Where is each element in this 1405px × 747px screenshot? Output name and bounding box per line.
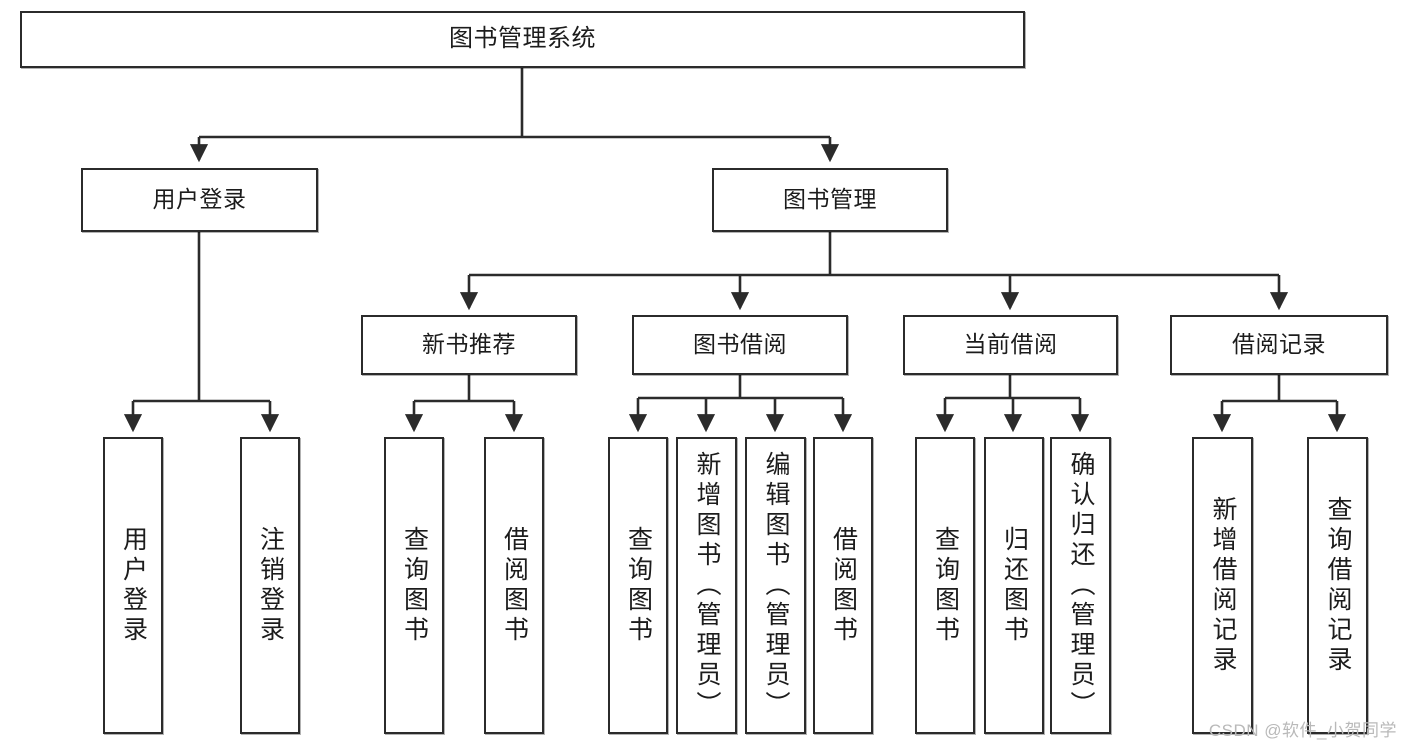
node-label: 新增图书（管理员） — [693, 450, 721, 721]
csdn-watermark: CSDN @软件_小贺同学 — [1208, 721, 1397, 740]
node-label: 用户登录 — [152, 186, 247, 213]
node-label: 图书借阅 — [693, 331, 787, 358]
node-label: 注销登录 — [256, 525, 285, 646]
node-label: 当前借阅 — [963, 331, 1058, 358]
node-root-system[interactable]: 图书管理系统 — [20, 11, 1025, 68]
node-label: 查询图书 — [624, 525, 653, 646]
node-book-borrow[interactable]: 图书借阅 — [632, 315, 848, 375]
node-label: 查询图书 — [400, 525, 429, 646]
leaf-user-login[interactable]: 用户登录 — [103, 437, 163, 734]
node-label: 图书管理 — [783, 186, 877, 213]
leaf-borrow-book[interactable]: 借阅图书 — [813, 437, 873, 734]
leaf-return-book[interactable]: 归还图书 — [984, 437, 1044, 734]
node-label: 查询图书 — [931, 525, 960, 646]
node-label: 新增借阅记录 — [1209, 495, 1237, 676]
leaf-edit-book[interactable]: 编辑图书（管理员） — [745, 437, 806, 734]
node-user-login[interactable]: 用户登录 — [81, 168, 318, 232]
leaf-query-book-borrow[interactable]: 查询图书 — [608, 437, 668, 734]
leaf-logout-login[interactable]: 注销登录 — [240, 437, 300, 734]
leaf-borrow-book-recommend[interactable]: 借阅图书 — [484, 437, 544, 734]
node-new-book-recommend[interactable]: 新书推荐 — [361, 315, 577, 375]
node-label: 归还图书 — [1000, 525, 1029, 646]
node-label: 借阅记录 — [1232, 331, 1326, 358]
node-current-borrow[interactable]: 当前借阅 — [903, 315, 1118, 375]
node-label: 借阅图书 — [829, 525, 858, 646]
node-label: 新书推荐 — [422, 331, 516, 358]
leaf-query-borrow-record[interactable]: 查询借阅记录 — [1307, 437, 1368, 734]
node-book-manage[interactable]: 图书管理 — [712, 168, 948, 232]
leaf-add-borrow-record[interactable]: 新增借阅记录 — [1192, 437, 1253, 734]
node-label: 借阅图书 — [500, 525, 529, 646]
node-label: 图书管理系统 — [449, 25, 596, 53]
leaf-confirm-return[interactable]: 确认归还（管理员） — [1050, 437, 1111, 734]
node-borrow-record[interactable]: 借阅记录 — [1170, 315, 1388, 375]
node-label: 用户登录 — [119, 525, 148, 646]
leaf-query-book-current[interactable]: 查询图书 — [915, 437, 975, 734]
leaf-add-book[interactable]: 新增图书（管理员） — [676, 437, 737, 734]
node-label: 查询借阅记录 — [1324, 495, 1352, 676]
leaf-query-book-recommend[interactable]: 查询图书 — [384, 437, 444, 734]
node-label: 确认归还（管理员） — [1067, 450, 1095, 721]
node-label: 编辑图书（管理员） — [762, 450, 790, 721]
